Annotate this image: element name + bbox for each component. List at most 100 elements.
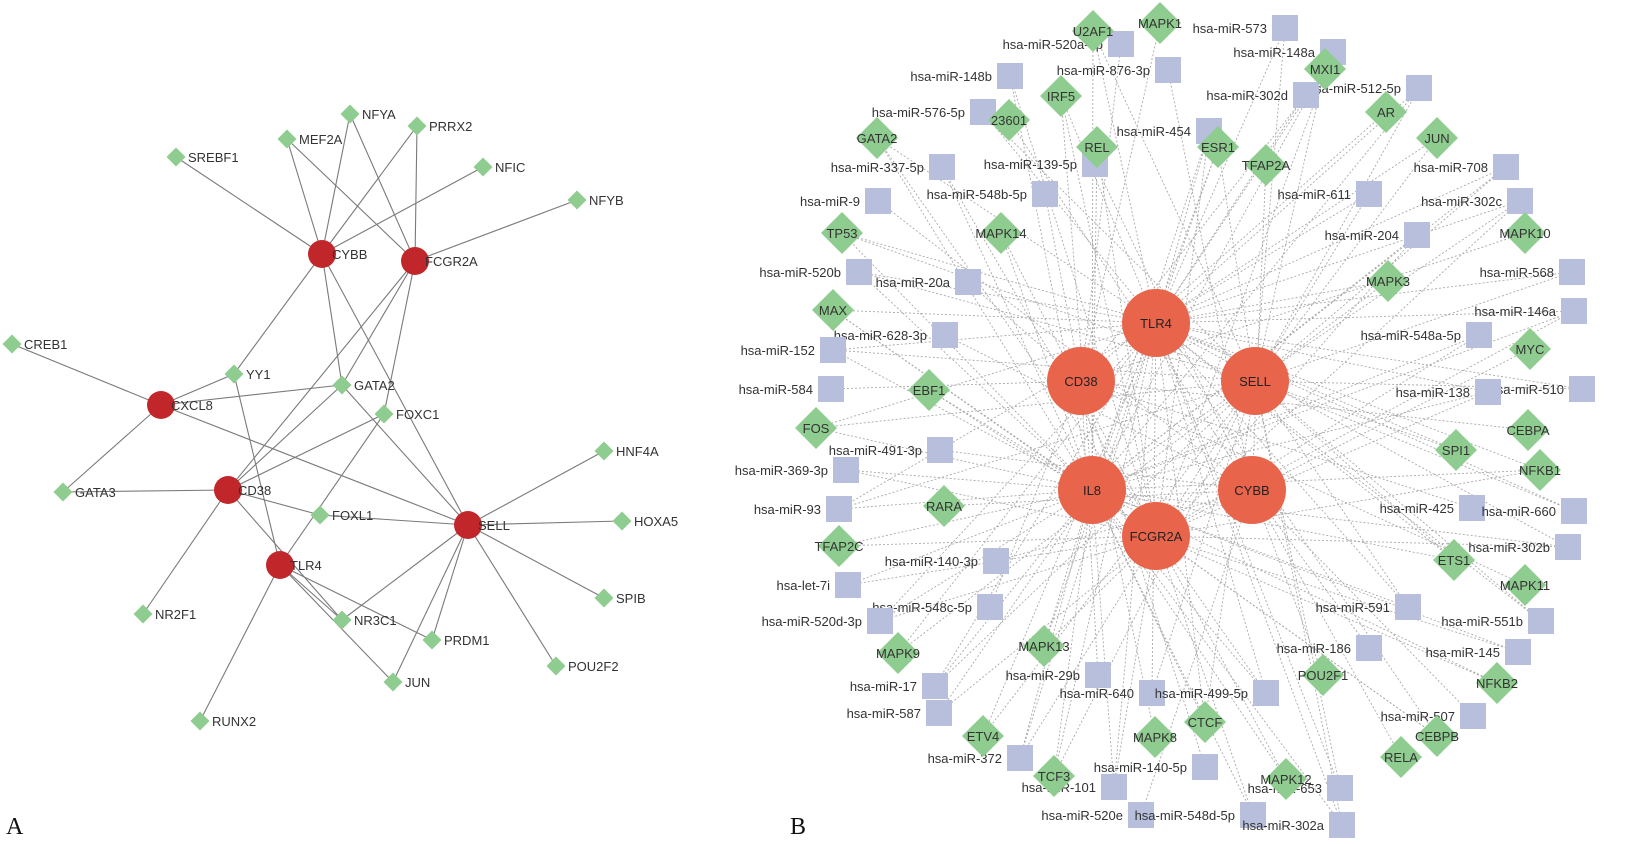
mirna-node-hsa-mir-152: hsa-miR-152 (741, 337, 846, 363)
hub-node-tlr4: TLR4 (1122, 289, 1190, 357)
tf-node-tcf3: TCF3 (1033, 755, 1075, 797)
node-yy1: YY1 (224, 364, 271, 384)
edge-hsa-mir-499-5p-tlr4 (1155, 322, 1267, 694)
mirna-node-hsa-mir-512-5p: hsa-miR-512-5p (1308, 75, 1432, 101)
edge-hsa-mir-520a-3p-cd38 (1080, 43, 1122, 382)
tf-marker (383, 672, 403, 692)
edge-sell-jun (392, 524, 469, 683)
edge-ets1-sell (1254, 380, 1455, 561)
tf-marker (877, 632, 919, 674)
mirna-node-hsa-mir-302d: hsa-miR-302d (1206, 82, 1319, 108)
tf-node-tfap2c: TFAP2C (814, 525, 864, 567)
mirna-label: hsa-miR-573 (1193, 21, 1267, 36)
mirna-marker (1555, 534, 1581, 560)
edge-mapk14-fcgr2a (1000, 232, 1157, 537)
mirna-label: hsa-miR-611 (1278, 187, 1351, 202)
mirna-marker (1155, 57, 1181, 83)
tf-node-nfkb1: NFKB1 (1519, 449, 1561, 491)
tf-marker (1302, 654, 1344, 696)
tf-label: FOS (803, 421, 830, 436)
tf-marker (340, 104, 360, 124)
mirna-label: hsa-miR-660 (1482, 504, 1556, 519)
edge-sell-spib (467, 524, 605, 599)
node-label: NR3C1 (354, 613, 397, 628)
node-label: GATA3 (75, 485, 116, 500)
tf-node-myc: MYC (1509, 328, 1551, 370)
tf-marker (1076, 126, 1118, 168)
tf-label: ESR1 (1201, 140, 1235, 155)
edge-hsa-mir-101-fcgr2a (1113, 535, 1157, 788)
edge-sell-prdm1 (431, 524, 469, 641)
tf-marker (1184, 701, 1226, 743)
mirna-label: hsa-miR-454 (1117, 124, 1191, 139)
tf-marker (1435, 429, 1477, 471)
mirna-label: hsa-miR-302b (1468, 540, 1550, 555)
tf-marker (1304, 48, 1346, 90)
mirna-label: hsa-miR-148b (910, 69, 992, 84)
mirna-label: hsa-miR-548c-5p (872, 600, 972, 615)
mirna-label: hsa-miR-29b (1006, 668, 1080, 683)
edge-gata2-il8 (876, 137, 1093, 491)
edge-hsa-mir-660-tlr4 (1155, 322, 1575, 512)
edge-cxcl8-creb1 (11, 343, 162, 406)
tf-marker (332, 375, 352, 395)
mirna-marker (926, 700, 952, 726)
hub-node-sell: SELL (1221, 347, 1289, 415)
edge-hsa-mir-302c-fcgr2a (1155, 200, 1521, 537)
mirna-node-hsa-mir-551b: hsa-miR-551b (1441, 608, 1554, 634)
mirna-label: hsa-miR-640 (1060, 686, 1134, 701)
mirna-label: hsa-miR-17 (850, 679, 917, 694)
tf-node-ctcf: CTCF (1184, 701, 1226, 743)
edge-ets1-il8 (1091, 489, 1455, 561)
mirna-node-hsa-mir-510: hsa-miR-510 (1490, 376, 1595, 402)
tf-marker (988, 99, 1030, 141)
mirna-marker (1032, 181, 1058, 207)
mirna-node-hsa-mir-548c-5p: hsa-miR-548c-5p (872, 594, 1003, 620)
mirna-label: hsa-miR-204 (1325, 228, 1399, 243)
mirna-marker (818, 376, 844, 402)
edge-tlr4-runx2 (199, 564, 281, 722)
tf-marker (1023, 625, 1065, 667)
mirna-marker (977, 594, 1003, 620)
node-label: NR2F1 (155, 607, 196, 622)
hub-label: CD38 (1064, 374, 1097, 389)
mirna-marker (1561, 298, 1587, 324)
edge-hsa-mir-653-sell (1254, 380, 1341, 789)
tf-marker (1033, 755, 1075, 797)
node-cxcl8: CXCL8 (147, 391, 213, 419)
node-nr2f1: NR2F1 (133, 604, 196, 624)
edge-hsa-mir-520d-3p-fcgr2a (879, 535, 1157, 622)
edge-hsa-mir-573-tlr4 (1155, 27, 1286, 324)
hub-gene-marker (1218, 456, 1286, 524)
node-prrx2: PRRX2 (407, 116, 472, 136)
mirna-marker (929, 154, 955, 180)
mirna-marker (1293, 82, 1319, 108)
mirna-label: hsa-miR-369-3p (735, 463, 828, 478)
mirna-node-hsa-mir-138: hsa-miR-138 (1396, 379, 1501, 405)
tf-node-jun: JUN (1416, 117, 1458, 159)
edge-fcgr2a-nfyb (414, 199, 578, 262)
edge-hsa-mir-584-cd38 (830, 380, 1082, 390)
edge-hsa-mir-628-3p-cybb (944, 334, 1253, 491)
mirna-node-hsa-let-7i: hsa-let-7i (777, 572, 861, 598)
edge-hsa-mir-93-tlr4 (838, 322, 1157, 510)
node-label: PRDM1 (444, 633, 490, 648)
mirna-marker (846, 259, 872, 285)
edge-hsa-mir-148b-fcgr2a (1009, 75, 1157, 537)
mirna-node-hsa-mir-660: hsa-miR-660 (1482, 498, 1587, 524)
edge-fos-il8 (815, 427, 1093, 491)
hub-label: CYBB (1234, 483, 1269, 498)
node-label: FOXC1 (396, 407, 439, 422)
edge-cybb-prrx2 (321, 125, 418, 255)
mirna-node-hsa-mir-640: hsa-miR-640 (1060, 680, 1165, 706)
tf-node-mapk9: MAPK9 (876, 632, 920, 674)
node-srebf1: SREBF1 (166, 147, 239, 167)
panel-b-nodes: hsa-miR-520a-3phsa-miR-573hsa-miR-148ahs… (735, 2, 1595, 838)
tf-marker (1040, 75, 1082, 117)
mirna-node-hsa-mir-491-3p: hsa-miR-491-3p (829, 437, 953, 463)
node-label: HOXA5 (634, 514, 678, 529)
node-cybb: CYBB (308, 240, 367, 268)
hub-gene-marker (1122, 289, 1190, 357)
edge-u2af1-tlr4 (1092, 30, 1157, 324)
mirna-label: hsa-miR-302d (1206, 88, 1288, 103)
